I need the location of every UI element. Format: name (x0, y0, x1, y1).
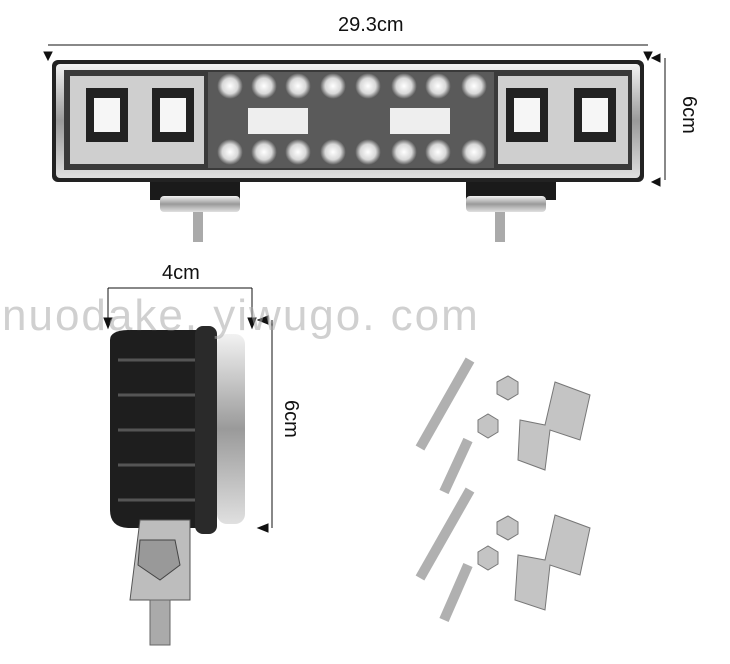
bar-height-label: 6cm (678, 96, 700, 134)
depth-label: 4cm (162, 262, 200, 284)
led-light-bar (52, 60, 644, 242)
length-label: 29.3cm (338, 14, 404, 36)
length-dimension-line (43, 44, 666, 187)
mounting-hardware (415, 357, 591, 622)
side-height-label: 6cm (280, 400, 302, 438)
side-dimension-line (103, 287, 273, 533)
side-view-lamp (110, 326, 245, 646)
watermark: nuodake. yiwugo. com (2, 291, 480, 340)
